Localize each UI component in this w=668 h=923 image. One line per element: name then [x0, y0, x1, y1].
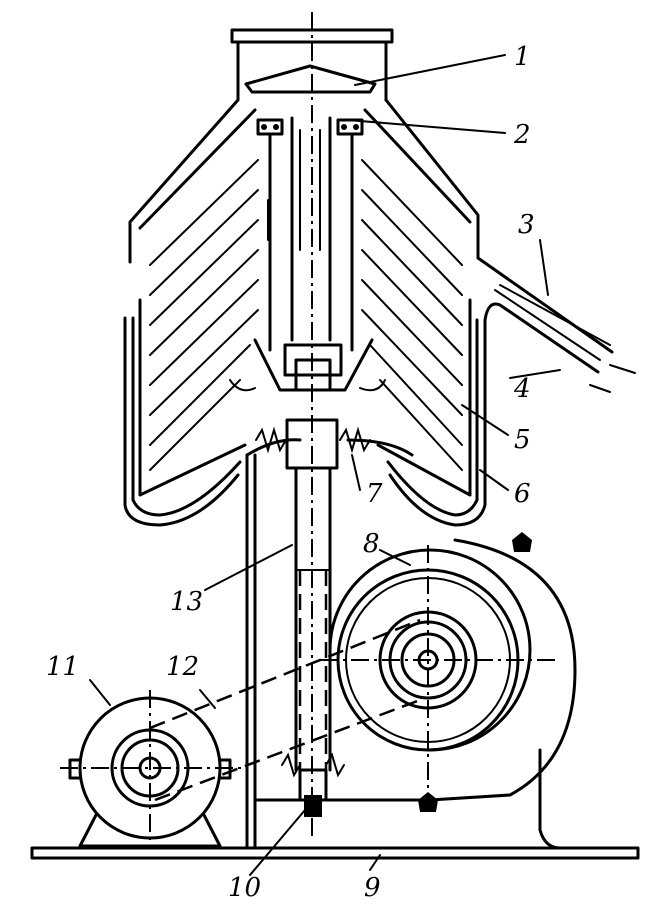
label-7: 7 [366, 479, 383, 509]
label-1: 1 [514, 42, 531, 72]
drive-pulley [320, 538, 577, 802]
label-8: 8 [363, 529, 380, 559]
label-3: 3 [518, 210, 535, 240]
cone-plates-right [361, 159, 463, 471]
discharge-spout [476, 256, 614, 374]
cone-plates-left [149, 159, 259, 471]
leader-lines [89, 54, 561, 876]
upper-bearings [256, 118, 364, 136]
flow-arrows [229, 129, 636, 393]
outer-casing [123, 98, 487, 527]
drive-belt [149, 618, 421, 802]
part-labels: 1 2 3 4 5 6 7 8 9 10 11 12 13 [46, 42, 535, 903]
label-13: 13 [170, 587, 203, 617]
motor [60, 690, 245, 848]
label-11: 11 [46, 652, 79, 682]
rotor [138, 108, 472, 497]
springs [255, 426, 371, 778]
spindle [283, 12, 343, 840]
feed-hopper [230, 28, 394, 102]
label-12: 12 [166, 652, 199, 682]
frame [245, 438, 562, 850]
label-9: 9 [364, 873, 381, 903]
label-4: 4 [513, 374, 531, 404]
bolts [418, 532, 532, 812]
base-plate [30, 846, 640, 860]
label-5: 5 [514, 425, 531, 455]
label-6: 6 [514, 479, 531, 509]
label-10: 10 [228, 873, 261, 903]
label-2: 2 [513, 120, 531, 150]
